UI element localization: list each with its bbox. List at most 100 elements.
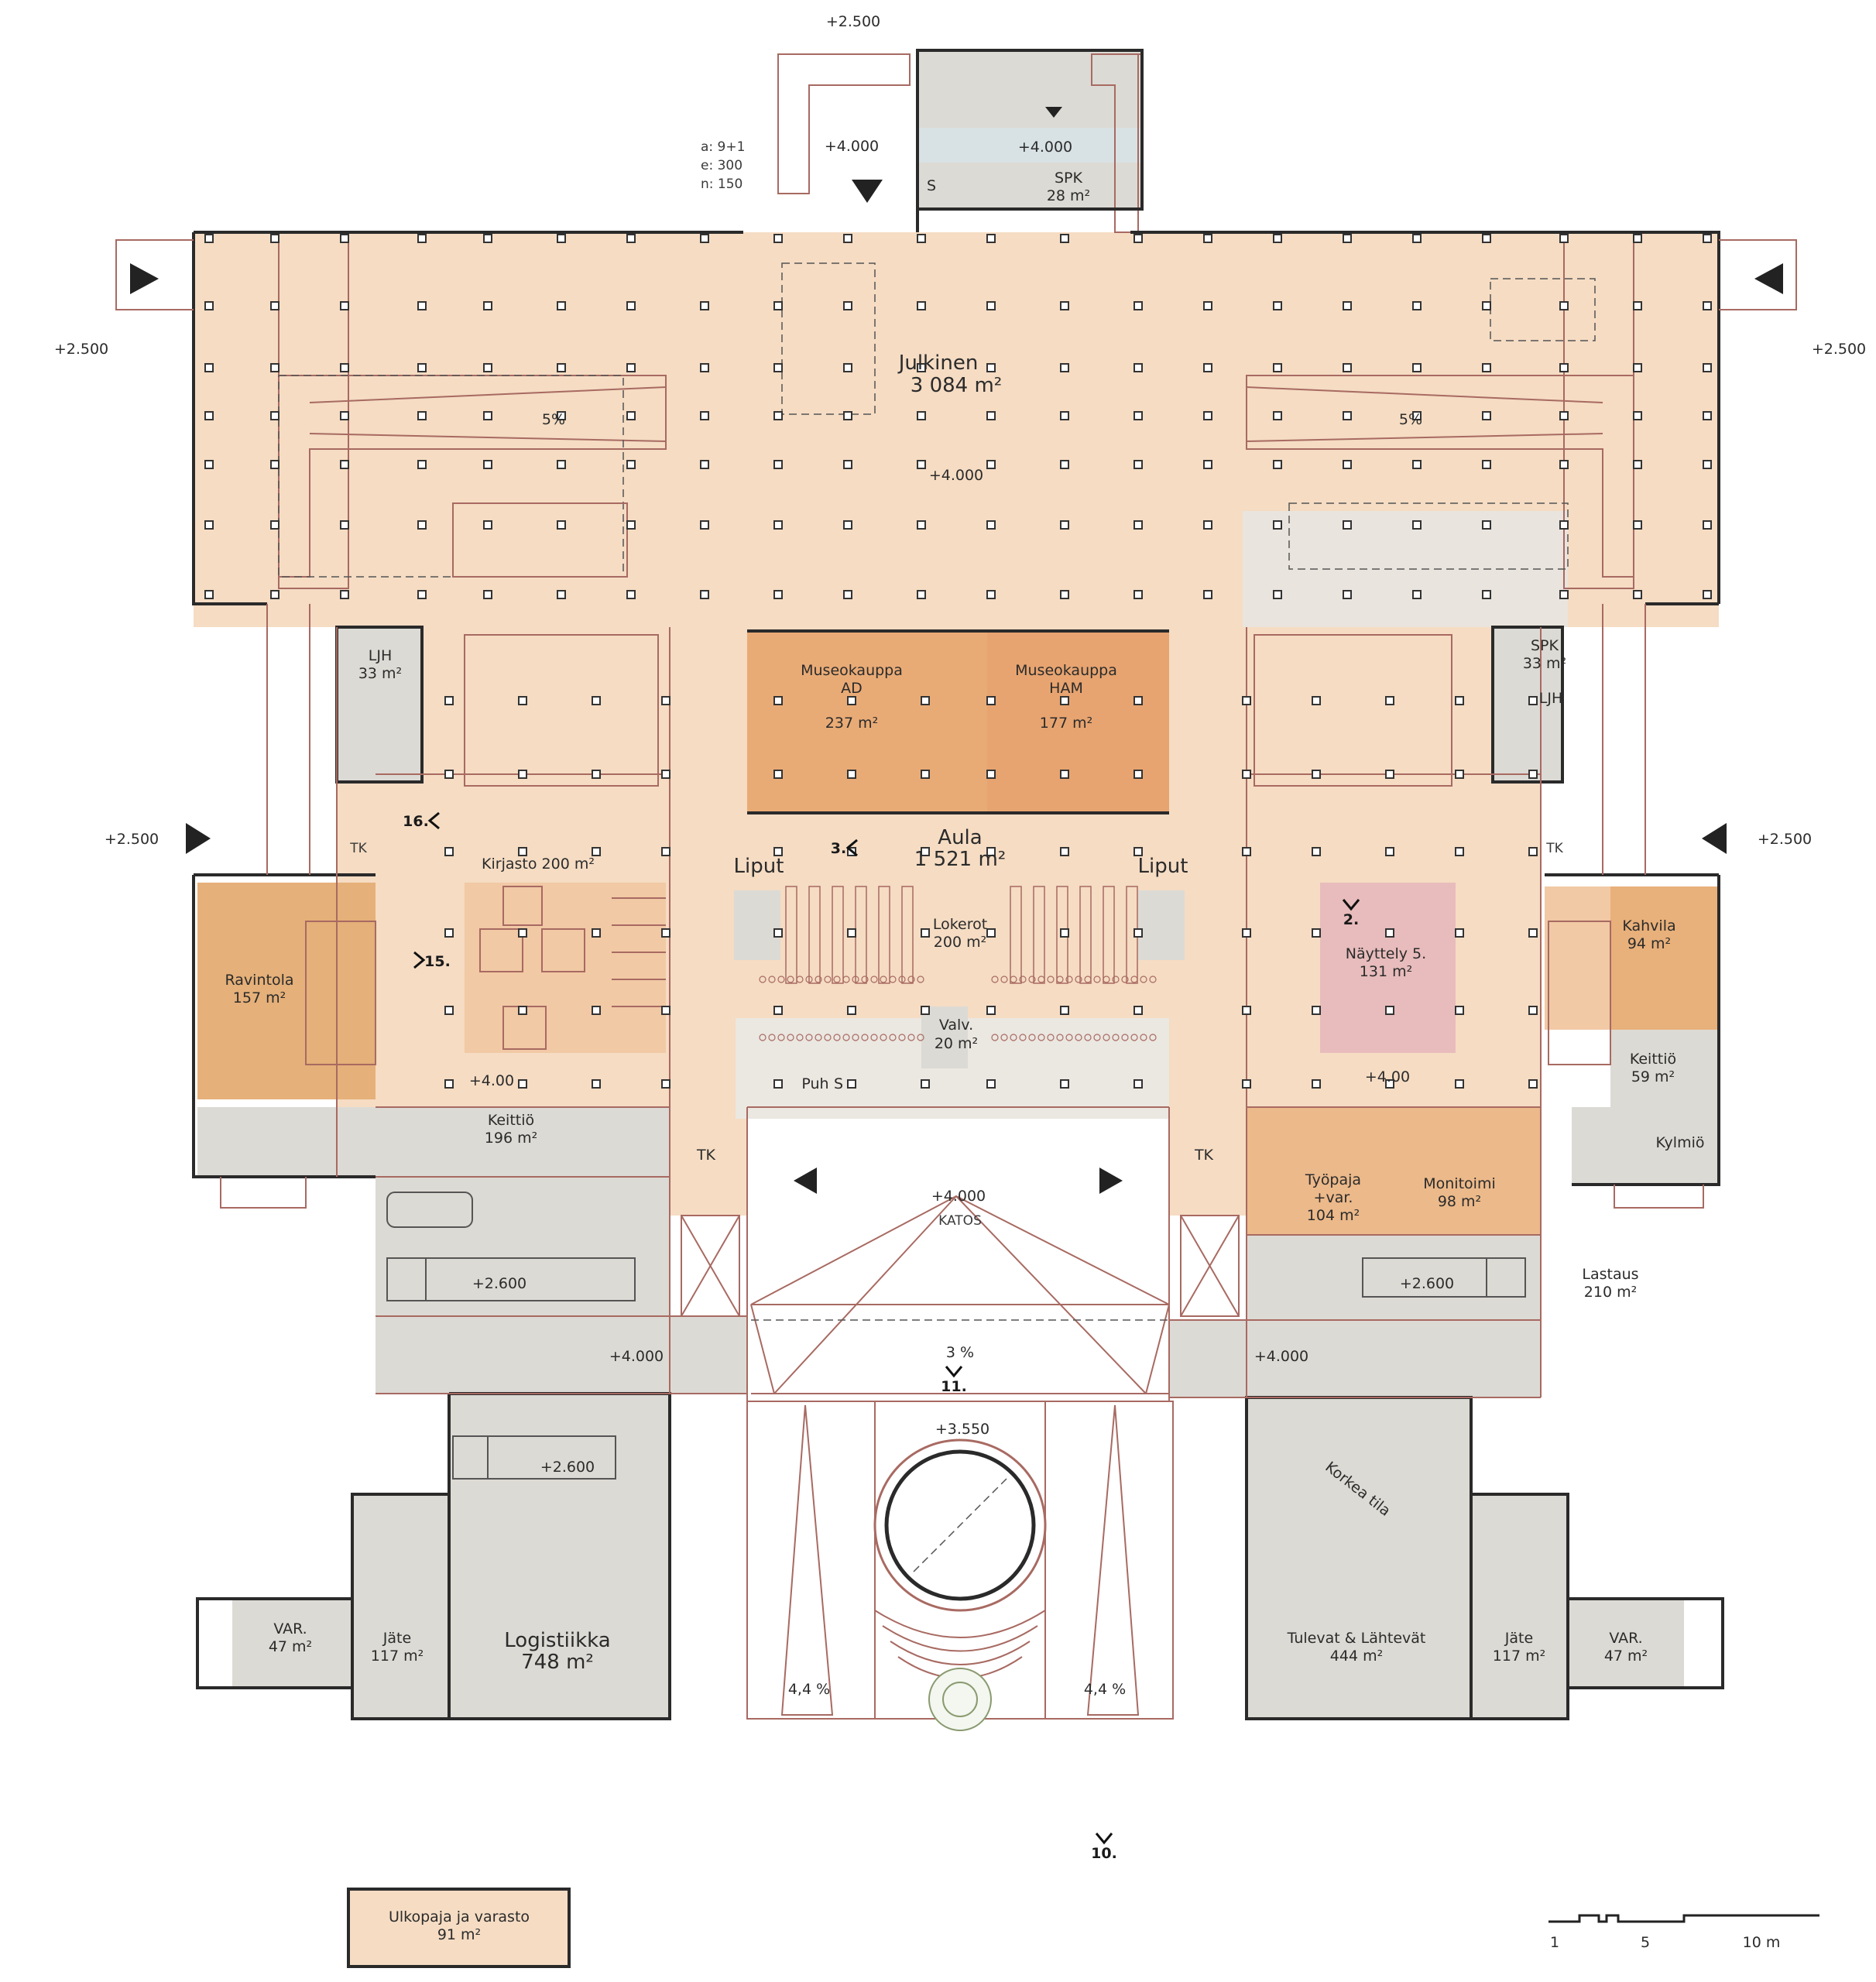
structural-column [1455, 928, 1464, 938]
kahvila-name: Kahvila [1622, 917, 1675, 934]
structural-column [444, 1006, 454, 1015]
structural-column [270, 590, 280, 599]
locker-bench-seat [1056, 1034, 1064, 1041]
keittio-left-name: Keittiö [488, 1112, 534, 1129]
structural-column [340, 590, 349, 599]
structural-column [417, 590, 427, 599]
structural-column [1133, 696, 1143, 705]
s-top-name: S [927, 177, 936, 194]
truck-logistics-cab [452, 1435, 489, 1480]
structural-column [917, 363, 926, 372]
structural-column [1133, 590, 1143, 599]
kahvila-area: 94 m² [1627, 935, 1671, 952]
tk-right-top-name: TK [1545, 841, 1563, 856]
katos-roof [750, 1195, 1170, 1305]
structural-column [1060, 520, 1069, 530]
structural-column [518, 1006, 527, 1015]
structural-column [661, 696, 670, 705]
julkinen-area: 3 084 m² [911, 374, 1002, 397]
locker-bench-seat [1075, 976, 1082, 983]
logistiikka-fill [449, 1572, 670, 1719]
liput-left-name: Liput [734, 855, 784, 878]
truck-right-cab [1486, 1257, 1526, 1298]
entry-arrow-tower [1045, 107, 1062, 118]
structural-column [557, 234, 566, 243]
ramp-lines [278, 53, 1634, 1065]
locker-bench-seat [759, 1034, 767, 1041]
structural-column [557, 590, 566, 599]
structural-column [1133, 770, 1143, 779]
locker-bench-seat [852, 976, 859, 983]
structural-column [204, 520, 214, 530]
locker-row [878, 886, 890, 984]
locker-bench-seat [805, 1034, 813, 1041]
structural-column [1385, 1079, 1394, 1089]
museokauppa-ad-sub: AD [841, 680, 863, 697]
structural-column [417, 411, 427, 420]
view-marker-10: 10. [1091, 1845, 1117, 1862]
structural-column [1482, 520, 1491, 530]
level-north-entry: +4.000 [825, 138, 879, 155]
jate-right-name: Jäte [1504, 1630, 1533, 1647]
structural-column [518, 696, 527, 705]
structural-column [917, 460, 926, 469]
locker-bench-seat [1019, 1034, 1027, 1041]
locker-row [808, 886, 821, 984]
structural-column [661, 928, 670, 938]
wall-aula-inner [747, 629, 1169, 814]
spk-right-fill [1493, 627, 1562, 782]
structural-column [1703, 234, 1712, 243]
liput-right-fill [1138, 890, 1185, 960]
structural-column [270, 520, 280, 530]
structural-column [1060, 590, 1069, 599]
s-mid-name: S [834, 1075, 843, 1092]
structural-column [1343, 411, 1352, 420]
structural-column [700, 234, 709, 243]
locker-row [901, 886, 914, 984]
liput-left-fill [734, 890, 780, 960]
structural-column [518, 1079, 527, 1089]
structural-column [1455, 1079, 1464, 1089]
entry-arrow-east-mid [1702, 823, 1727, 854]
structural-column [1482, 363, 1491, 372]
structural-column [1385, 696, 1394, 705]
var-left-name: VAR. [273, 1620, 307, 1637]
structural-column [1633, 363, 1642, 372]
structural-column [1385, 847, 1394, 856]
wall-var-left [196, 1597, 354, 1689]
keittio-right-fill [1610, 1030, 1719, 1107]
locker-bench-seat [833, 1034, 841, 1041]
structural-column [773, 928, 783, 938]
kirjasto-shelf-b [541, 928, 585, 972]
locker-bench-seat [796, 1034, 804, 1041]
locker-bench-seat [824, 1034, 832, 1041]
spk-top-area: 28 m² [1047, 187, 1090, 204]
structural-column [626, 363, 636, 372]
kirjasto-shelf-c [479, 928, 523, 972]
view-marker-15: 15. [424, 953, 451, 970]
structural-column [847, 1006, 856, 1015]
structural-column [917, 234, 926, 243]
monitoimi-area: 98 m² [1438, 1193, 1481, 1210]
structural-column [917, 301, 926, 310]
var-right-fill [1568, 1599, 1684, 1688]
locker-bench-seat [1084, 1034, 1092, 1041]
structural-column [661, 1079, 670, 1089]
structural-column [417, 520, 427, 530]
structural-column [1060, 460, 1069, 469]
tk-left-zone [670, 1099, 747, 1216]
tulevat-name: Tulevat & Lähtevät [1287, 1630, 1426, 1647]
structural-column [444, 696, 454, 705]
structural-column [921, 696, 930, 705]
liput-right-name: Liput [1138, 855, 1188, 878]
locker-bench-seat [787, 976, 794, 983]
jate-left-area: 117 m² [371, 1648, 424, 1665]
structural-column [1312, 928, 1321, 938]
locker-bench-seat [889, 1034, 897, 1041]
structural-column [773, 234, 783, 243]
fountain-diameter [913, 1478, 1007, 1572]
locker-bench-seat [898, 976, 906, 983]
katos-name: KATOS [938, 1213, 982, 1229]
locker-bench-seat [1000, 976, 1008, 983]
hall-stair-left [452, 502, 628, 578]
